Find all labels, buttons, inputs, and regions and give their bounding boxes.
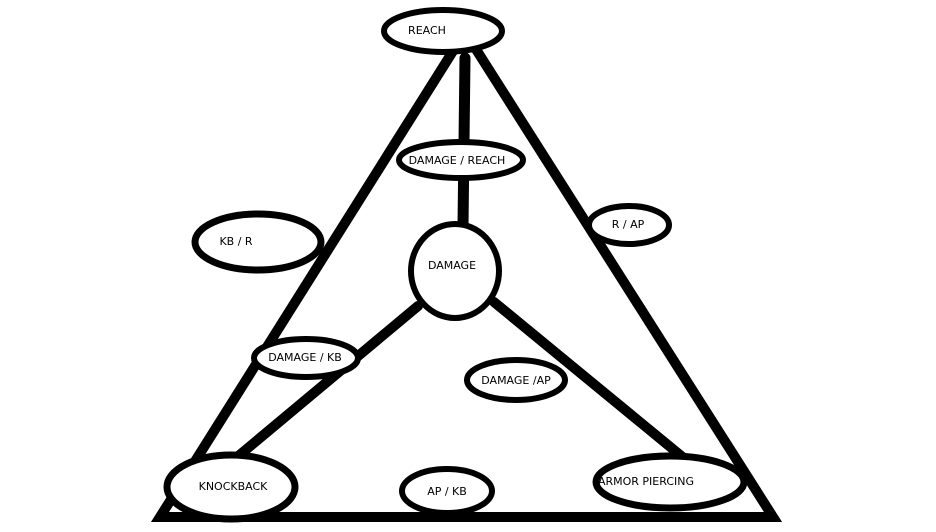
node-kb-r-label: KB / R	[219, 235, 252, 248]
main-triangle	[150, 22, 783, 522]
node-reach-label: REACH	[408, 24, 446, 37]
node-r-ap-label: R / AP	[612, 218, 645, 231]
node-armor-piercing-label: ARMOR PIERCING	[598, 475, 694, 488]
node-damage-ap: DAMAGE /AP	[464, 357, 568, 403]
connector-damage-armor-piercing	[489, 297, 696, 469]
node-damage-reach: DAMAGE / REACH	[396, 139, 526, 181]
node-ap-kb-label: AP / KB	[427, 485, 467, 498]
node-knockback: KNOCKBACK	[163, 451, 299, 523]
node-damage-reach-label: DAMAGE / REACH	[409, 154, 506, 167]
node-damage: DAMAGE	[408, 221, 502, 321]
node-reach: REACH	[381, 7, 505, 55]
node-damage-kb: DAMAGE / KB	[251, 336, 361, 380]
node-armor-piercing: ARMOR PIERCING	[592, 452, 748, 512]
node-damage-kb-label: DAMAGE / KB	[268, 351, 342, 364]
node-knockback-label: KNOCKBACK	[199, 480, 269, 493]
node-ap-kb: AP / KB	[399, 466, 495, 516]
node-kb-r: KB / R	[191, 210, 325, 274]
connector-damage-knockback	[219, 301, 423, 473]
node-r-ap: R / AP	[586, 203, 672, 247]
node-damage-label: DAMAGE	[428, 259, 476, 272]
node-damage-ap-label: DAMAGE /AP	[481, 374, 551, 387]
